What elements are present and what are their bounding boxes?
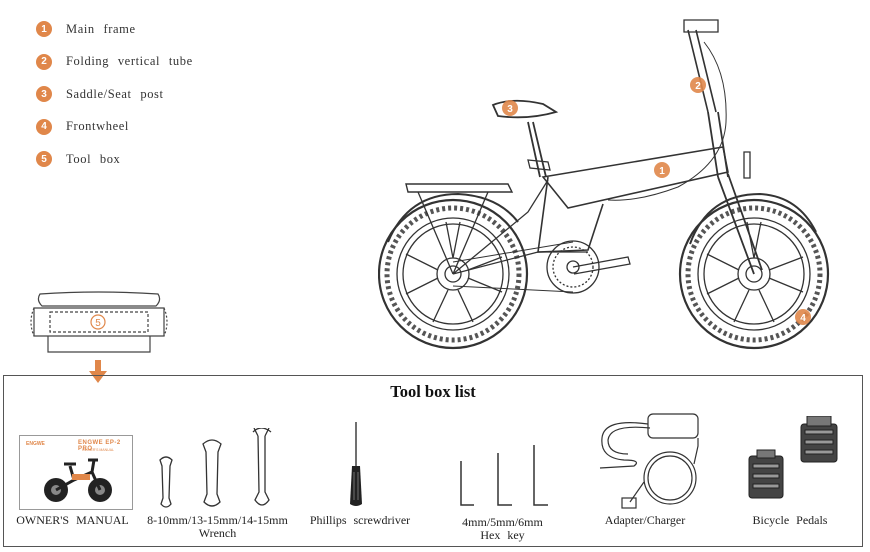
rear-wheel	[378, 198, 529, 350]
tool-label-hexkey: Hex key	[480, 528, 525, 542]
legend-badge: 5	[36, 151, 52, 168]
legend-label: Tool box	[66, 151, 121, 166]
callout-toolbox-num: 5	[95, 318, 101, 329]
panel-title: Tool box list	[390, 382, 476, 401]
legend-badge: 2	[36, 53, 52, 70]
callout-wheel: 4	[795, 309, 811, 325]
pedals-icon	[748, 416, 838, 499]
legend-label: Saddle/Seat post	[66, 86, 164, 101]
tool-label-wrench: Wrench	[198, 526, 237, 540]
tool-label-wrench-sizes: 8-10mm/13-15mm/14-15mm	[147, 513, 288, 527]
manual-title: ENGWE EP-2 PRO	[78, 440, 121, 452]
tool-label-screwdriver: Phillips screwdriver	[309, 513, 411, 527]
legend-item-toolbox: 5 Tool box	[36, 143, 193, 176]
toolbox-list-panel: Tool box list	[3, 375, 863, 547]
callout-saddle-num: 3	[507, 104, 513, 115]
tool-label-hexkey-sizes: 4mm/5mm/6mm	[462, 515, 543, 529]
manual-subtitle: OWNER'S MANUAL	[82, 448, 114, 452]
screwdriver-icon	[350, 422, 362, 506]
callout-frame-num: 1	[659, 166, 665, 177]
manual-brand: ENGWE	[26, 441, 45, 447]
legend-item-saddle: 3 Saddle/Seat post	[36, 78, 193, 111]
callout-saddle: 3	[502, 100, 518, 116]
legend-badge: 4	[36, 118, 52, 135]
callout-frame: 1	[654, 162, 670, 178]
owners-manual-image: ENGWE ENGWE EP-2 PRO OWNER'S MANUAL	[19, 435, 133, 510]
wrench-set-icon	[159, 428, 272, 508]
callout-tube: 2	[690, 77, 706, 93]
charger-icon	[599, 413, 699, 509]
parts-legend: 1 Main frame 2 Folding vertical tube 3 S…	[36, 13, 193, 176]
callout-tube-num: 2	[695, 81, 701, 92]
legend-item-frontwheel: 4 Frontwheel	[36, 111, 193, 144]
tool-label-charger: Adapter/Charger	[604, 513, 686, 527]
bike-illustration: 1 2 3 4	[378, 19, 830, 350]
legend-label: Frontwheel	[66, 119, 129, 134]
manual-bike-icon	[44, 458, 112, 502]
legend-badge: 3	[36, 86, 52, 103]
legend-badge: 1	[36, 21, 52, 38]
legend-item-folding-tube: 2 Folding vertical tube	[36, 46, 193, 79]
toolbox-illustration: 5	[30, 291, 168, 353]
callout-wheel-num: 4	[800, 313, 806, 324]
tool-label-manual: OWNER'S MANUAL	[16, 513, 129, 527]
hex-key-set-icon	[460, 445, 548, 506]
legend-item-main-frame: 1 Main frame	[36, 13, 193, 46]
legend-label: Main frame	[66, 21, 136, 36]
legend-label: Folding vertical tube	[66, 54, 193, 69]
down-arrow-icon	[89, 360, 107, 383]
tool-label-pedals: Bicycle Pedals	[752, 513, 828, 527]
